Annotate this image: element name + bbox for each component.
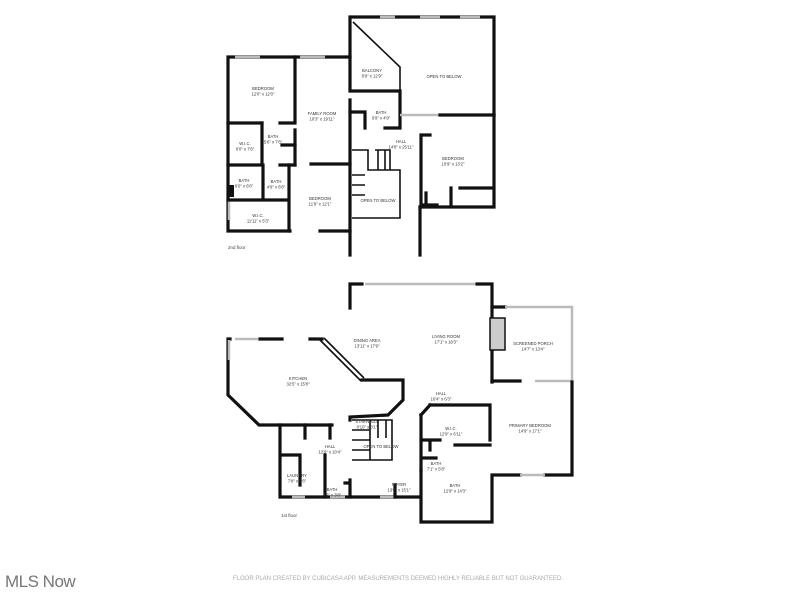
room-dimensions: 14'7" x 13'4": [522, 347, 545, 352]
room-name: LAUNDRY: [287, 473, 307, 478]
room-name: W.I.C.: [239, 141, 250, 146]
room-dimensions: 5'6" x 7'6": [264, 140, 283, 145]
room-dimensions: 12'9" x 10'4": [319, 450, 342, 455]
room-dimensions: 4'9" x 6'6": [267, 185, 286, 190]
room-name: OPEN TO BELOW: [427, 74, 462, 79]
room-name: SCREENED PORCH: [513, 341, 553, 346]
first-floor-plan: 1st floor: [226, 282, 574, 524]
room-dimensions: 8'9" x 12'9": [362, 74, 383, 79]
room-name: BATH: [327, 487, 338, 492]
room-dimensions: 10'3" x 19'11": [310, 117, 335, 122]
room-name: HALL: [325, 444, 336, 449]
fireplace: [489, 317, 506, 351]
room-name: BALCONY: [362, 68, 382, 73]
room-name: W.I.C.: [445, 426, 456, 431]
room-dimensions: 14'9" x 17'1": [519, 429, 542, 434]
room-dimensions: 12'9" x 6'11": [440, 432, 463, 437]
room-name: LIVING ROOM: [432, 334, 460, 339]
room-name: BATH: [239, 178, 250, 183]
room-dimensions: 13'11" x 17'9": [355, 344, 380, 349]
room-dimensions: 14'8" x 25'11": [389, 145, 414, 150]
room-dimensions: 17'1" x 18'3": [435, 340, 458, 345]
room-name: HALL: [396, 139, 407, 144]
second-floor-plan: 2nd floor: [226, 15, 496, 257]
room-name: BEDROOM: [252, 86, 274, 91]
disclaimer-text: FLOOR PLAN CREATED BY CUBICASA APP. MEAS…: [233, 576, 563, 582]
room-dimensions: 11'11" x 5'3": [247, 219, 270, 224]
room-dimensions: 6'0" x 7'6": [236, 147, 255, 152]
floor-label: 2nd floor: [228, 245, 246, 250]
room-name: PRIMARY BEDROOM: [509, 423, 551, 428]
room-name: FOYER: [392, 482, 406, 487]
room-name: BEDROOM: [309, 196, 331, 201]
room-dimensions: 11'9" x 12'1": [309, 202, 332, 207]
room-dimensions: 7'8" x 7'6": [288, 479, 307, 484]
room-dimensions: 4'9" x 3'8": [323, 493, 342, 498]
brand-logo: MLS Now: [5, 572, 76, 591]
room-name: HALL: [436, 391, 447, 396]
room-name: W.I.C.: [252, 213, 263, 218]
room-dimensions: 7'1" x 5'8": [427, 467, 446, 472]
room-dimensions: 13'0" x 15'1": [388, 488, 411, 493]
room-dimensions: 6'0" x 6'6": [235, 184, 254, 189]
room-dimensions: 12'0" x 12'0": [252, 92, 275, 97]
room-dimensions: 12'9" x 14'3": [444, 489, 467, 494]
room-name: BATH: [376, 110, 387, 115]
room-name: BEDROOM: [442, 156, 464, 161]
room-name: STAIRWELL: [355, 419, 379, 424]
room-dimensions: 32'5" x 15'8": [287, 382, 310, 387]
room-name: OPEN TO BELOW: [364, 444, 399, 449]
room-dimensions: 0'10" x 3'1": [357, 425, 378, 430]
room-name: BATH: [268, 134, 279, 139]
room-name: BATH: [450, 483, 461, 488]
room-name: KITCHEN: [289, 376, 307, 381]
room-name: BATH: [271, 179, 282, 184]
room-name: FAMILY ROOM: [308, 111, 337, 116]
room-name: BATH: [431, 461, 442, 466]
floor-label: 1st floor: [281, 513, 298, 518]
room-name: OPEN TO BELOW: [361, 198, 396, 203]
room-name: DINING AREA: [354, 338, 381, 343]
room-dimensions: 6'9" x 4'9": [372, 116, 391, 121]
room-dimensions: 10'9" x 13'2": [442, 162, 465, 167]
room-dimensions: 16'4" x 6'3": [431, 397, 452, 402]
wall-block: [229, 185, 234, 197]
